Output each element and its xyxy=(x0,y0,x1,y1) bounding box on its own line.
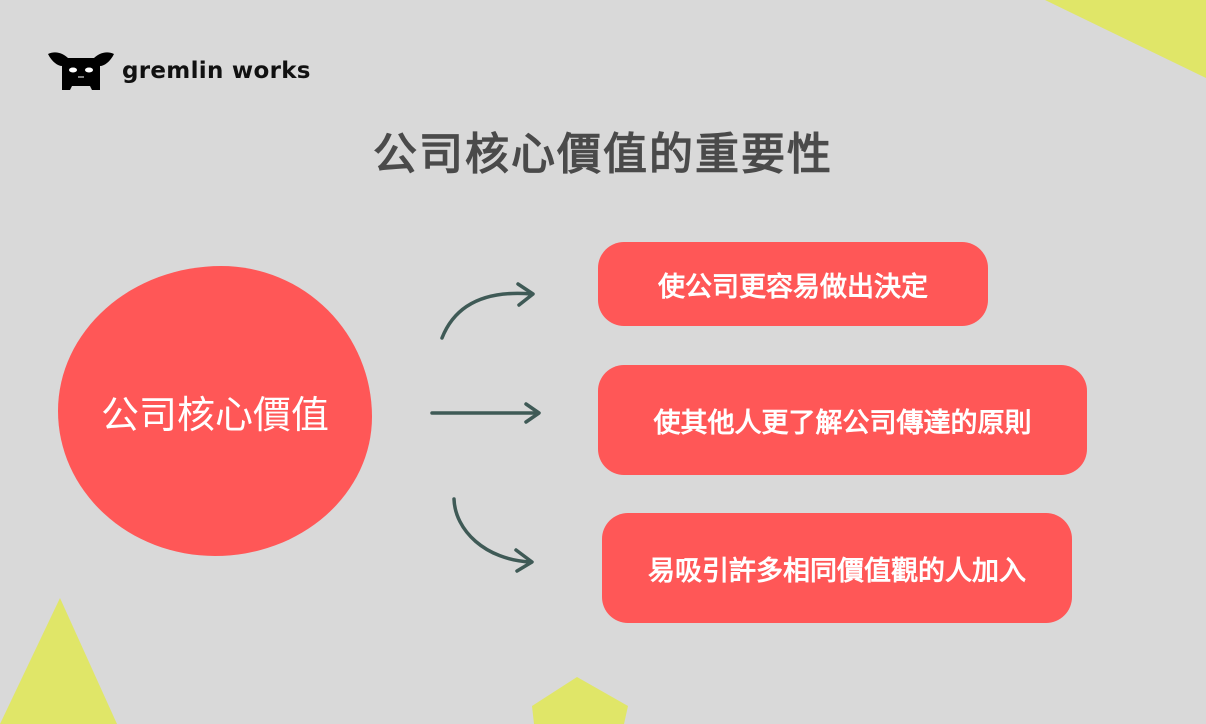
outcome-card-3: 易吸引許多相同價值觀的人加入 xyxy=(602,513,1072,623)
outcome-label: 使公司更容易做出決定 xyxy=(658,271,928,303)
logo: gremlin works xyxy=(46,48,311,94)
arrow-right xyxy=(430,402,541,424)
gremlin-mascot-icon xyxy=(48,52,114,90)
center-node: 公司核心價值 xyxy=(58,266,372,556)
corner-triangle-top-right xyxy=(1045,0,1206,78)
outcome-label: 使其他人更了解公司傳達的原則 xyxy=(653,407,1032,439)
page-title: 公司核心價值的重要性 xyxy=(373,129,833,180)
outcome-card-1: 使公司更容易做出決定 xyxy=(598,242,988,326)
center-node-label: 公司核心價值 xyxy=(100,392,329,437)
outcome-card-2: 使其他人更了解公司傳達的原則 xyxy=(598,365,1087,475)
outcome-label: 易吸引許多相同價值觀的人加入 xyxy=(648,555,1026,587)
logo-text: gremlin works xyxy=(122,58,311,84)
arrow-down-right xyxy=(452,497,534,573)
pentagon-bottom xyxy=(532,677,628,724)
arrow-up-right xyxy=(440,282,535,340)
triangle-bottom-left xyxy=(0,598,117,724)
